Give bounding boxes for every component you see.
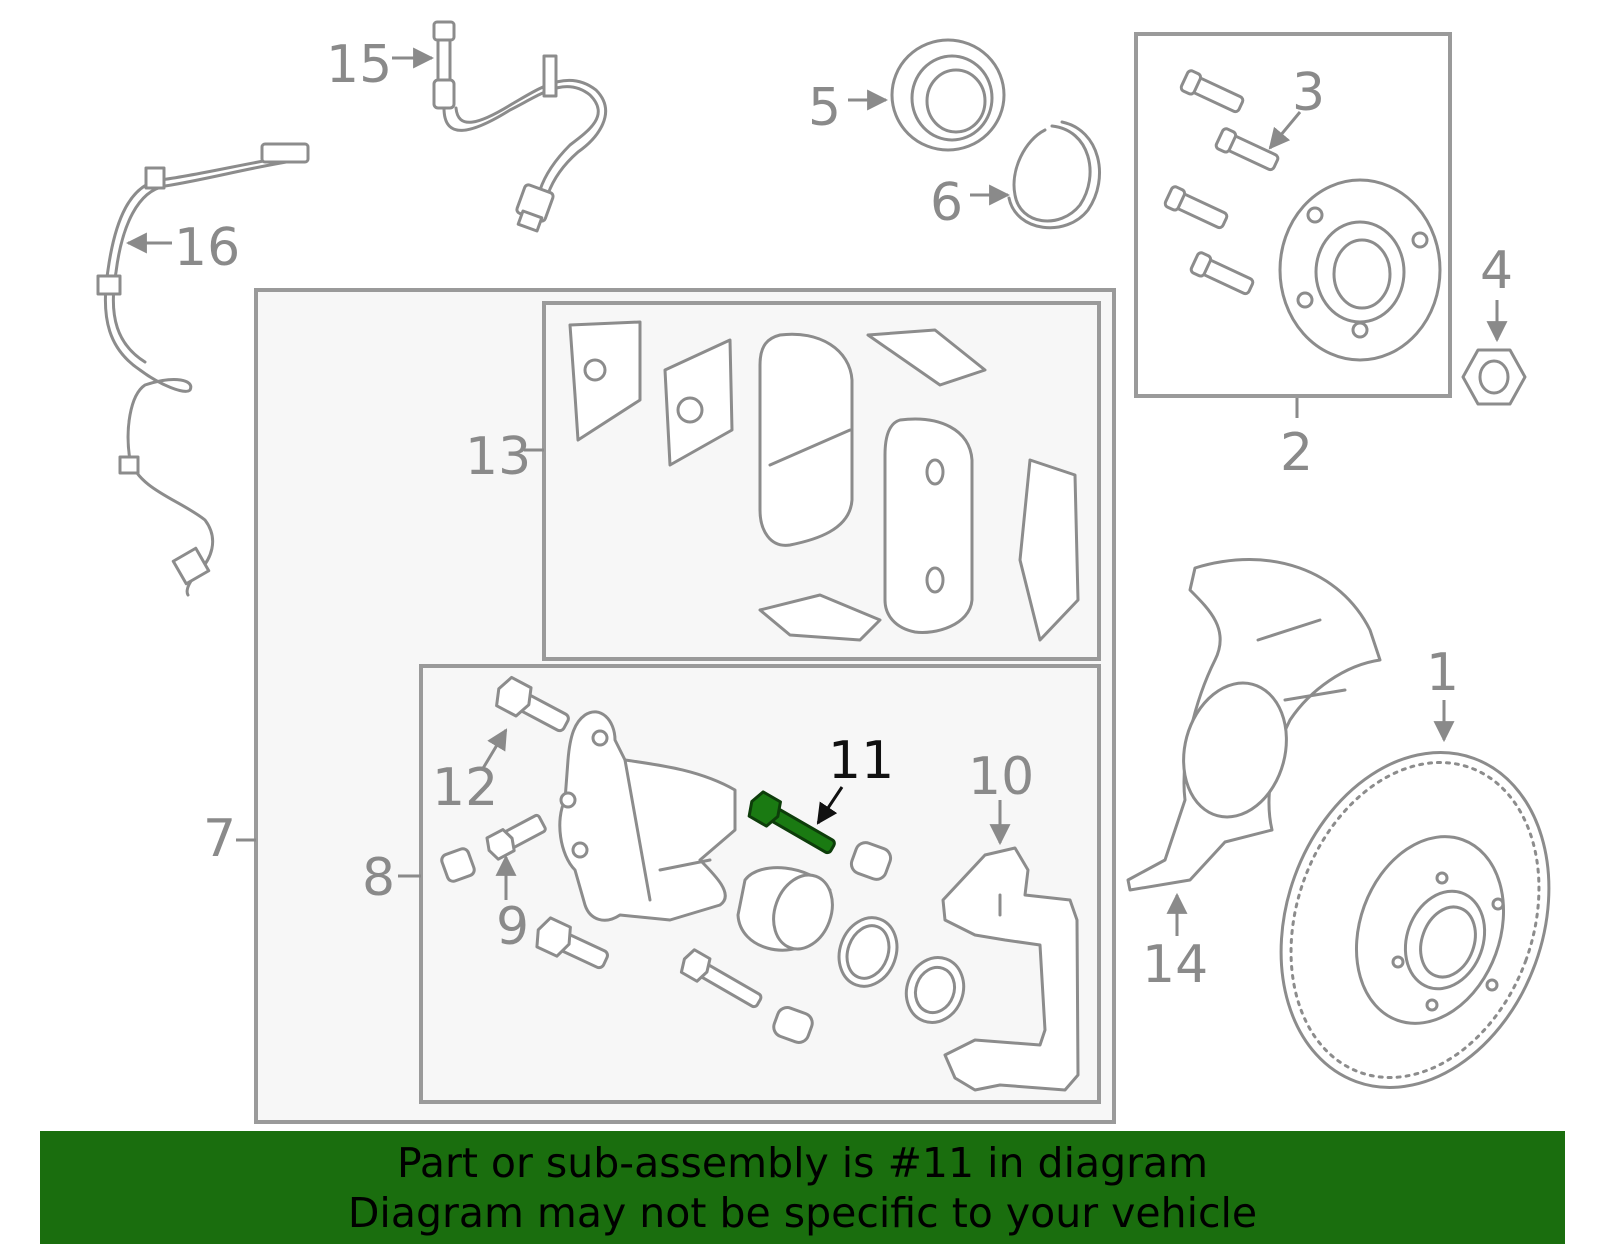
brake-rotor-part xyxy=(1279,751,1551,1089)
guide-pin-part xyxy=(679,841,893,1044)
caliper-piston-part xyxy=(736,866,966,1024)
brake-pad-set-part xyxy=(568,320,1080,642)
caliper-mounting-bolt-part xyxy=(535,916,609,970)
callout-8: 8 xyxy=(362,848,395,908)
callout-6: 6 xyxy=(930,173,963,233)
callout-7: 7 xyxy=(203,809,236,869)
callout-16: 16 xyxy=(174,218,240,278)
bleeder-screw-part xyxy=(440,813,547,883)
callout-10: 10 xyxy=(968,747,1034,807)
wheel-speed-sensor-part xyxy=(96,142,310,597)
caliper-bracket-part xyxy=(941,846,1080,1092)
dust-shield-part xyxy=(1126,558,1382,892)
callout-4: 4 xyxy=(1480,241,1513,301)
brake-hose-part xyxy=(432,20,608,233)
banner-line-2: Diagram may not be specific to your vehi… xyxy=(347,1188,1258,1237)
wheel-hub-part xyxy=(1278,178,1442,362)
wheel-bearing-part xyxy=(890,38,1006,152)
callout-11: 11 xyxy=(828,731,894,791)
callout-1: 1 xyxy=(1426,643,1459,703)
callout-13: 13 xyxy=(465,427,531,487)
callout-14: 14 xyxy=(1142,935,1208,995)
callout-15: 15 xyxy=(326,35,392,95)
brake-caliper-part xyxy=(558,710,737,922)
callout-2: 2 xyxy=(1280,423,1313,483)
callout-3: 3 xyxy=(1292,63,1325,123)
banner-line-1: Part or sub-assembly is #11 in diagram xyxy=(396,1138,1209,1187)
callout-5: 5 xyxy=(808,78,841,138)
leader-lines xyxy=(125,47,1508,936)
guide-pin-bolt-highlight xyxy=(747,790,836,855)
caliper-bolt-part xyxy=(495,675,570,733)
callout-12: 12 xyxy=(432,758,498,818)
part-info-banner: Part or sub-assembly is #11 in diagram D… xyxy=(40,1131,1565,1244)
hub-nut-part xyxy=(1461,348,1527,406)
snap-ring-part xyxy=(1007,120,1101,230)
wheel-studs-part xyxy=(1163,69,1280,296)
callout-9: 9 xyxy=(496,897,529,957)
